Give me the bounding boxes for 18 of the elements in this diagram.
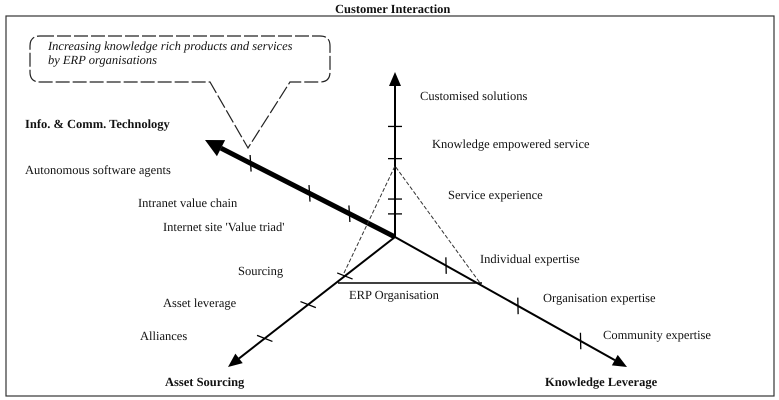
axis-title: Info. & Comm. Technology <box>25 117 170 131</box>
axis-tick-label: Organisation expertise <box>543 291 656 305</box>
axis-title: Customer Interaction <box>335 2 450 16</box>
axis-title: Asset Sourcing <box>165 375 244 389</box>
callout-text: Increasing knowledge rich products and services by ERP organisations <box>48 39 294 67</box>
axis-title: Knowledge Leverage <box>545 375 658 389</box>
axis-tick-label: Knowledge empowered service <box>432 137 590 151</box>
axis-tick-label: Community expertise <box>603 328 711 342</box>
axis-tick-label: Intranet value chain <box>138 196 238 210</box>
axis-tick-label: Sourcing <box>238 264 284 278</box>
axis-tick-label: Asset leverage <box>163 296 236 310</box>
triangle-label: ERP Organisation <box>349 288 439 302</box>
axis-tick-label: Alliances <box>140 329 188 343</box>
axis-tick-label: Autonomous software agents <box>25 163 171 177</box>
axis-tick-label: Customised solutions <box>420 89 528 103</box>
axis-tick-label: Internet site 'Value triad' <box>163 220 284 234</box>
axis-tick-label: Individual expertise <box>480 252 580 266</box>
axis-tick-label: Service experience <box>448 188 543 202</box>
